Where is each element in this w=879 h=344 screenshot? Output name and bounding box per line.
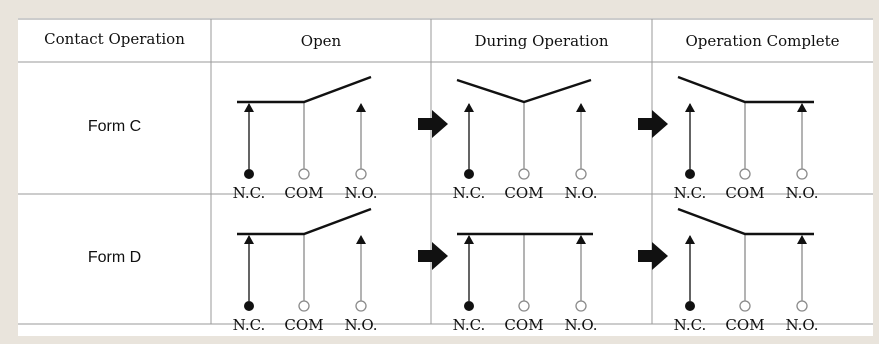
row-label-form-d: Form D xyxy=(87,249,142,266)
no-label: N.O. xyxy=(564,184,597,202)
switch-blade xyxy=(237,75,372,104)
transition-right-arrow-icon-r1-1 xyxy=(418,242,448,270)
transition-right-arrow-icon-r0-1 xyxy=(418,110,448,138)
nc-label: N.C. xyxy=(233,316,266,334)
nc-contact-arrow-icon xyxy=(244,235,254,244)
no-terminal-open-circle-icon xyxy=(575,300,587,312)
com-terminal-open-circle-icon xyxy=(739,300,751,312)
diagram-r1-c2: N.C. COM N.O. xyxy=(674,207,819,334)
no-terminal-open-circle-icon xyxy=(796,168,808,180)
nc-contact-arrow-icon xyxy=(244,103,254,112)
diagram-r0-c2: N.C. COM N.O. xyxy=(674,75,819,202)
nc-label: N.C. xyxy=(674,184,707,202)
no-contact-arrow-icon xyxy=(576,235,586,244)
com-label: COM xyxy=(284,316,323,334)
header-contact-operation: Contact Operation xyxy=(44,30,185,48)
nc-terminal-filled-circle-icon xyxy=(685,301,695,311)
no-label: N.O. xyxy=(344,316,377,334)
nc-contact-arrow-icon xyxy=(464,235,474,244)
header-stage-during-operation: During Operation xyxy=(474,32,609,50)
com-label: COM xyxy=(504,316,543,334)
contact-diagrams: N.C. COM N.O. N.C. COM N.O. N.C. COM N.O. N.C. COM… xyxy=(233,75,819,334)
com-terminal-open-circle-icon xyxy=(518,300,530,312)
nc-terminal-filled-circle-icon xyxy=(244,301,254,311)
com-label: COM xyxy=(284,184,323,202)
no-label: N.O. xyxy=(785,184,818,202)
com-label: COM xyxy=(725,184,764,202)
header-stage-open: Open xyxy=(300,32,342,50)
no-contact-arrow-icon xyxy=(356,103,366,112)
com-label: COM xyxy=(725,316,764,334)
com-terminal-open-circle-icon xyxy=(298,168,310,180)
no-terminal-open-circle-icon xyxy=(355,300,367,312)
nc-terminal-filled-circle-icon xyxy=(244,169,254,179)
no-contact-arrow-icon xyxy=(356,235,366,244)
transition-right-arrow-icon-r0-2 xyxy=(638,110,668,138)
no-terminal-open-circle-icon xyxy=(575,168,587,180)
nc-label: N.C. xyxy=(453,316,486,334)
nc-terminal-filled-circle-icon xyxy=(685,169,695,179)
diagram-r1-c1: N.C. COM N.O. xyxy=(453,232,598,334)
no-label: N.O. xyxy=(564,316,597,334)
com-terminal-open-circle-icon xyxy=(739,168,751,180)
no-contact-arrow-icon xyxy=(576,103,586,112)
no-terminal-open-circle-icon xyxy=(355,168,367,180)
no-contact-arrow-icon xyxy=(797,235,807,244)
row-label-form-c: Form C xyxy=(87,118,142,135)
diagram-r0-c0: N.C. COM N.O. xyxy=(233,75,378,202)
diagram-r1-c0: N.C. COM N.O. xyxy=(233,207,378,334)
switch-blade xyxy=(237,207,372,236)
nc-contact-arrow-icon xyxy=(685,103,695,112)
no-terminal-open-circle-icon xyxy=(796,300,808,312)
transition-right-arrow-icon-r1-2 xyxy=(638,242,668,270)
no-contact-arrow-icon xyxy=(797,103,807,112)
no-label: N.O. xyxy=(344,184,377,202)
switch-blade xyxy=(456,78,592,104)
header-stage-operation-complete: Operation Complete xyxy=(685,32,840,50)
com-terminal-open-circle-icon xyxy=(518,168,530,180)
nc-label: N.C. xyxy=(233,184,266,202)
switch-blade xyxy=(677,207,814,236)
nc-contact-arrow-icon xyxy=(464,103,474,112)
nc-terminal-filled-circle-icon xyxy=(464,301,474,311)
no-label: N.O. xyxy=(785,316,818,334)
switch-blade xyxy=(677,75,814,104)
contact-operation-table: Contact Operation Open During Operation … xyxy=(18,18,873,336)
table-grid xyxy=(18,18,873,325)
nc-contact-arrow-icon xyxy=(685,235,695,244)
nc-label: N.C. xyxy=(453,184,486,202)
com-label: COM xyxy=(504,184,543,202)
diagram-r0-c1: N.C. COM N.O. xyxy=(453,78,598,202)
nc-terminal-filled-circle-icon xyxy=(464,169,474,179)
com-terminal-open-circle-icon xyxy=(298,300,310,312)
nc-label: N.C. xyxy=(674,316,707,334)
